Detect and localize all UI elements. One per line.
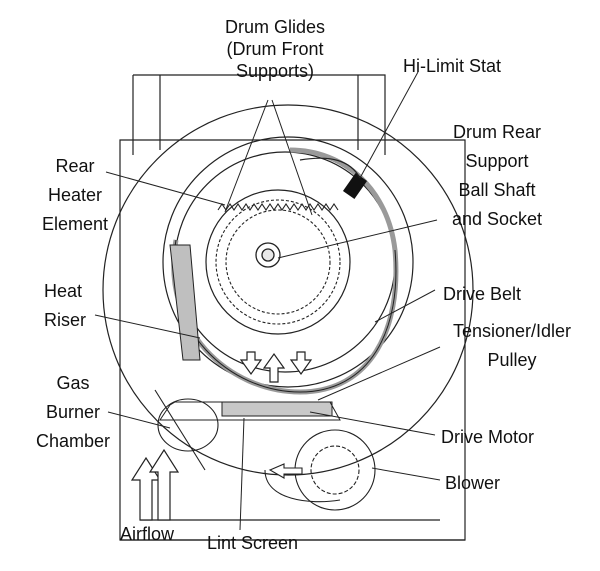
airflow-intake-arrow-2 (148, 448, 180, 521)
rear-support-hub (255, 242, 281, 268)
airflow-arrow-down-right (289, 351, 313, 376)
label-drum-rear-support-line1: Drum Rear (452, 122, 541, 142)
label-hi-limit-stat: Hi-Limit Stat (403, 56, 502, 76)
airflow-arrow-down-left (239, 351, 263, 376)
heater-coil-outer (217, 203, 339, 211)
cabinet-top-panel (132, 74, 386, 155)
heater-coil-ring-inner (225, 209, 331, 315)
leader-drive-motor (309, 411, 436, 436)
label-gas-burner-line2: Burner (45, 402, 101, 422)
label-drum-rear-support-line3: Ball Shaft (458, 180, 536, 200)
cabinet-outline (119, 139, 466, 541)
label-drive-belt: Drive Belt (443, 284, 522, 304)
blower-outlet (264, 469, 341, 503)
heater-coil-ring (215, 199, 341, 325)
base-pan (159, 401, 341, 421)
heat-riser-duct (169, 244, 201, 361)
rear-support-ball (261, 248, 275, 262)
label-drum-glides: Drum Glides (Drum Front Supports) (186, 16, 364, 82)
blower-wheel (310, 445, 360, 495)
label-gas-burner-line1: Gas (56, 373, 90, 393)
label-heat-riser-line1: Heat (44, 281, 83, 301)
label-drum-glides-line3: Supports) (235, 61, 315, 81)
label-rear-heater-line2: Heater (47, 185, 103, 205)
leader-drive-belt (374, 289, 436, 323)
hi-limit-stat-duct (299, 157, 361, 179)
label-drum-rear-support-line2: Support (465, 151, 529, 171)
hi-limit-stat-body (342, 172, 368, 200)
blower-housing (294, 429, 376, 511)
leader-blower (371, 467, 441, 481)
label-rear-heater-element: Rear Heater Element (30, 155, 120, 235)
label-heat-riser-line2: Riser (44, 310, 87, 330)
label-tensioner-idler-pulley: Tensioner/Idler Pulley (438, 320, 586, 371)
drum-rear-wall (205, 189, 351, 335)
cabinet-base (120, 519, 465, 541)
label-drum-rear-support: Drum Rear Support Ball Shaft and Socket (432, 121, 562, 230)
label-gas-burner-line3: Chamber (35, 431, 111, 451)
label-rear-heater-line1: Rear (55, 156, 95, 176)
leader-tensioner (317, 346, 441, 401)
airflow-arrow-up (262, 352, 286, 383)
label-tensioner-line2: Pulley (487, 350, 537, 370)
label-gas-burner-chamber: Gas Burner Chamber (28, 372, 118, 452)
blower-arrow (268, 463, 303, 479)
leader-heat-riser (94, 314, 201, 339)
lint-screen-housing (221, 401, 333, 417)
label-blower: Blower (445, 473, 501, 493)
label-drum-glides-line1: Drum Glides (224, 17, 326, 37)
front-bulkhead (102, 104, 474, 476)
label-airflow: Airflow (120, 524, 175, 544)
leader-drum-rear-support (277, 219, 438, 259)
leader-drum-glides-a (224, 99, 269, 213)
drum-outer (162, 136, 414, 388)
label-rear-heater-line3: Element (41, 214, 109, 234)
label-heat-riser: Heat Riser (44, 280, 86, 331)
leader-drum-glides-b (271, 99, 313, 216)
leader-rear-heater (105, 171, 226, 206)
leader-gas-burner (107, 411, 171, 429)
leader-hi-limit (359, 71, 419, 179)
label-drum-rear-support-line4: and Socket (451, 209, 543, 229)
burner-tube (154, 389, 206, 471)
label-drive-motor: Drive Motor (441, 427, 535, 447)
label-drum-glides-line2: (Drum Front (226, 39, 324, 59)
leader-lint-screen (239, 417, 245, 531)
label-tensioner-line1: Tensioner/Idler (452, 321, 572, 341)
label-lint-screen: Lint Screen (207, 533, 299, 553)
